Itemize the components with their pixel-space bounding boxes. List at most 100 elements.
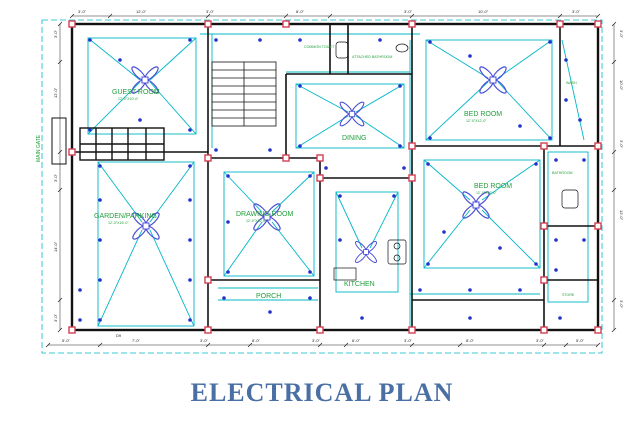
light-point-icon [468,288,472,292]
light-point-icon [78,288,82,292]
dim-tick [107,13,113,19]
bathroom-right-label: BATHROOM [552,171,573,175]
ceiling-fan-icon [339,101,365,127]
column-marker [316,154,324,162]
light-point-icon [188,198,192,202]
staircase [211,61,277,127]
light-point-icon [188,278,192,282]
dim-porch: D9 [116,333,122,338]
light-point-icon [214,148,218,152]
dim-tick [611,327,617,333]
dim-tick [541,342,547,348]
light-point-icon [564,98,568,102]
electrical-plan-drawing: GUEST ROOM 12'-0"X10'-0" BED ROOM 12'-0"… [36,9,624,354]
dim-bottom-9: 3'-0" [536,338,545,343]
light-point-icon [428,40,432,44]
light-point-icon [392,194,396,198]
dimension-ticks [45,13,617,348]
dim-top-4: 8'-0" [296,9,305,14]
dim-top-1: 3'-0" [78,9,87,14]
light-point-icon [426,262,430,266]
light-point-icon [582,238,586,242]
ceiling-fan-icon [462,191,490,219]
dim-tick [317,342,323,348]
column-marker [594,142,602,150]
light-point-icon [298,144,302,148]
light-point-icon [268,310,272,314]
column-marker [68,326,76,334]
common-toilet-label: COMMON TOILET [304,45,335,49]
light-point-icon [534,262,538,266]
bed-room-1-label: BED ROOM [464,111,502,118]
light-point-icon [554,238,558,242]
light-point-icon [426,162,430,166]
light-point-icon [78,318,82,322]
column-marker [68,20,76,28]
column-marker [408,174,416,182]
column-marker [204,326,212,334]
dim-tick [247,342,253,348]
garden-parking-size: 12'-0"X16'-0" [108,221,129,225]
dim-bottom-8: 8'-0" [466,338,475,343]
plot-boundary [41,19,603,354]
dim-tick [611,187,617,193]
light-point-icon [188,38,192,42]
drawing-room-size: 12'-0"X12'-0" [246,219,267,223]
light-point-icon [268,148,272,152]
column-marker [594,222,602,230]
dim-tick [69,13,75,19]
dimension-lines [48,15,615,346]
kitchen-label: KITCHEN [344,281,375,288]
light-point-icon [298,38,302,42]
ceiling-fan-icon [253,203,281,231]
circuit-wiring [87,33,589,330]
dimension-texts: 3'-0" 12'-0" 3'-0" 8'-0" 3'-0" 10'-0" 3'… [53,9,624,343]
wash-right-label: WASH [566,81,577,85]
column-marker [68,148,76,156]
dim-left-2: 12'-0" [53,87,58,98]
dim-tick [563,342,569,348]
light-point-icon [518,124,522,128]
dim-bottom-7: 3'-0" [404,338,413,343]
dim-tick [57,187,63,193]
room-labels: GUEST ROOM 12'-0"X10'-0" BED ROOM 12'-0"… [36,45,577,300]
light-point-icon [118,58,122,62]
dim-tick [409,342,415,348]
dim-tick [611,149,617,155]
dim-tick [57,21,63,27]
light-point-icon [324,166,328,170]
plan-title: ELECTRICAL PLAN [190,378,454,407]
light-point-icon [214,38,218,42]
attached-bath-label: ATTACHED BATHROOM [352,55,392,59]
dim-bottom-6: 6'-0" [352,338,361,343]
dim-right-5: 3'-0" [619,300,624,309]
light-point-icon [518,288,522,292]
store-right-label: STORE [562,293,575,297]
light-point-icon [222,296,226,300]
column-marker [408,142,416,150]
dim-tick [205,342,211,348]
light-point-icon [308,174,312,178]
light-point-icon [98,198,102,202]
light-point-icon [402,166,406,170]
bed-room-1-size: 12'-0"X12'-0" [466,119,487,123]
dim-tick [611,59,617,65]
dim-tick [205,13,211,19]
dim-bottom-5: 3'-0" [312,338,321,343]
dim-bottom-3: 3'-0" [200,338,209,343]
light-point-icon [468,316,472,320]
light-point-icon [98,278,102,282]
dim-tick [45,342,51,348]
column-marker [316,174,324,182]
column-marker [540,142,548,150]
column-marker [540,276,548,284]
dim-tick [611,297,617,303]
main-gate [79,127,165,161]
dim-top-5: 3'-0" [404,9,413,14]
dim-tick [595,13,601,19]
bathroom-fixtures [333,41,579,281]
light-point-icon [338,238,342,242]
ceiling-fan-icon [132,212,160,240]
dim-tick [409,13,415,19]
dim-right-2: 10'-0" [619,80,624,91]
